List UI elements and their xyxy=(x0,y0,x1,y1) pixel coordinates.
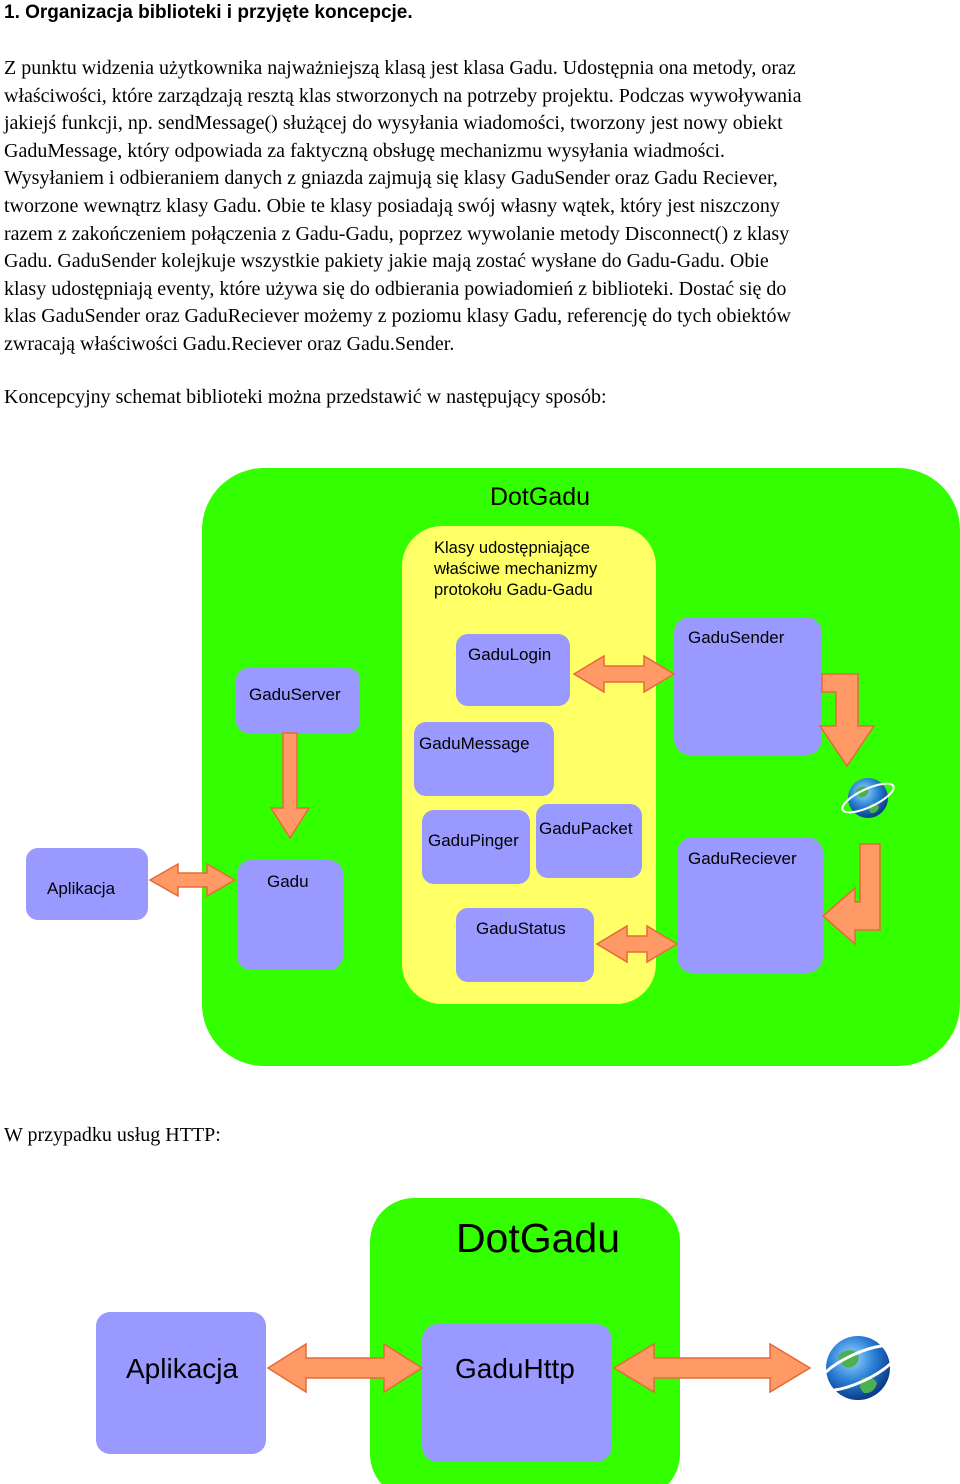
arrow-gaduhttp-globe xyxy=(612,1342,812,1394)
svg-text:GaduReciever: GaduReciever xyxy=(688,849,797,868)
intro-paragraph: Z punktu widzenia użytkownika najważniej… xyxy=(4,55,960,359)
paragraph-line: klas GaduSender oraz GaduReciever możemy… xyxy=(4,305,791,328)
paragraph-line: Wysyłaniem i odbieraniem danych z gniazd… xyxy=(4,167,778,190)
svg-text:GaduServer: GaduServer xyxy=(249,685,341,704)
svg-text:Aplikacja: Aplikacja xyxy=(126,1353,238,1384)
gadu-reciever-box: GaduReciever xyxy=(677,837,823,973)
section-heading: 1. Organizacja biblioteki i przyjęte kon… xyxy=(4,2,413,23)
svg-text:GaduMessage: GaduMessage xyxy=(419,734,530,753)
http-schema-diagram: DotGadu Aplikacja GaduHttp xyxy=(96,1198,900,1484)
arrow-sender-to-globe xyxy=(818,673,876,768)
gadu-sender-box: GaduSender xyxy=(674,617,822,755)
globe-icon xyxy=(816,1336,900,1400)
protocol-panel-caption: Klasy udostępniające właściwe mechanizmy… xyxy=(433,539,602,599)
paragraph-line: tworzone wewnątrz klasy Gadu. Obie te kl… xyxy=(4,194,780,217)
paragraph-line: klasy udostępniają eventy, które używa s… xyxy=(4,277,787,300)
arrow-status-reciever xyxy=(595,924,679,964)
gadu-login-box: GaduLogin xyxy=(456,634,570,706)
dotgadu-http-title: DotGadu xyxy=(456,1215,620,1261)
dotgadu-title: DotGadu xyxy=(490,483,590,511)
gadu-box: Gadu xyxy=(237,860,343,970)
gadu-status-box: GaduStatus xyxy=(456,908,594,982)
aplikacja-box: Aplikacja xyxy=(26,848,148,920)
arrow-aplikacja-gadu xyxy=(148,862,237,898)
gadu-packet-box: GaduPacket xyxy=(536,804,642,878)
gadu-message-box: GaduMessage xyxy=(414,722,554,796)
arrow-aplikacja-gaduhttp xyxy=(266,1342,424,1394)
svg-text:GaduStatus: GaduStatus xyxy=(476,919,566,938)
gadu-http-box: GaduHttp xyxy=(422,1324,612,1462)
gadu-server-box: GaduServer xyxy=(236,668,360,733)
library-schema-diagram: DotGadu Klasy udostępniające właściwe me… xyxy=(26,468,960,1066)
paragraph-line: jakiejś funkcji, np. sendMessage() służą… xyxy=(4,112,783,135)
svg-text:Aplikacja: Aplikacja xyxy=(47,879,116,898)
arrow-login-sender xyxy=(572,654,676,694)
paragraph-line: razem z zakończeniem połączenia z Gadu-G… xyxy=(4,222,790,245)
svg-text:Gadu: Gadu xyxy=(267,872,309,891)
arrow-globe-to-reciever xyxy=(821,843,881,946)
svg-text:GaduSender: GaduSender xyxy=(688,628,785,647)
paragraph-line: Gadu. GaduSender kolejkuje wszystkie pak… xyxy=(4,250,769,273)
schema-intro: Koncepcyjny schemat biblioteki można prz… xyxy=(4,386,607,408)
http-intro: W przypadku usług HTTP: xyxy=(4,1124,221,1146)
svg-text:GaduLogin: GaduLogin xyxy=(468,645,551,664)
paragraph-line: Z punktu widzenia użytkownika najważniej… xyxy=(4,57,796,79)
svg-text:GaduPacket: GaduPacket xyxy=(539,819,633,838)
svg-text:GaduPinger: GaduPinger xyxy=(428,831,519,850)
aplikacja-http-box: Aplikacja xyxy=(96,1312,266,1454)
paragraph-line: właściwości, które zarządzają resztą kla… xyxy=(4,84,802,107)
gadu-pinger-box: GaduPinger xyxy=(422,810,530,884)
arrow-server-to-gadu xyxy=(269,732,311,840)
paragraph-line: GaduMessage, który odpowiada za faktyczn… xyxy=(4,139,725,162)
globe-icon xyxy=(841,778,895,818)
svg-text:GaduHttp: GaduHttp xyxy=(455,1353,575,1384)
paragraph-line: zwracają właściwości Gadu.Reciever oraz … xyxy=(4,332,455,355)
